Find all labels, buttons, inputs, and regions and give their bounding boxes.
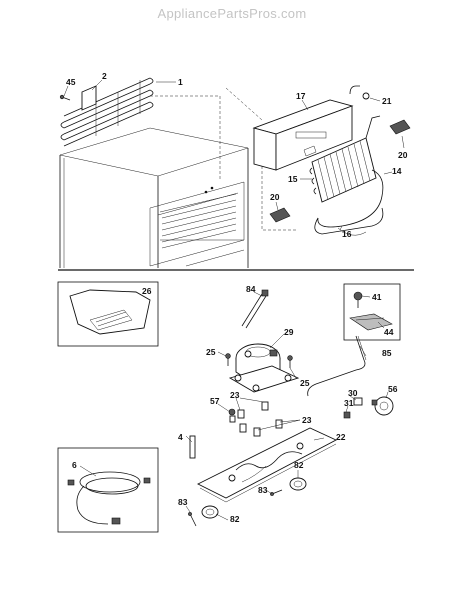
- callout-84: 84: [246, 284, 256, 294]
- callout-4: 4: [178, 432, 183, 442]
- pad-part-20-upper: [389, 119, 411, 135]
- relay-part-30: [353, 397, 363, 406]
- callout-25-left: 25: [206, 347, 216, 357]
- callout-57: 57: [210, 396, 220, 406]
- bolt-part-25-right: [287, 355, 293, 368]
- bracket-part: [81, 85, 97, 111]
- rod-part-84: [241, 289, 269, 329]
- cabinet-outline: [59, 87, 296, 268]
- callout-16: 16: [342, 229, 352, 239]
- compressor-base: [228, 365, 300, 393]
- leaders-upper: [63, 79, 405, 231]
- callout-17: 17: [296, 91, 306, 101]
- inset-box-part-6: [57, 447, 159, 533]
- callout-22: 22: [336, 432, 346, 442]
- callout-26: 26: [142, 286, 152, 296]
- callout-30: 30: [348, 388, 358, 398]
- bolt-part-25-left: [225, 353, 231, 366]
- evaporator-part: [309, 115, 381, 203]
- callout-56: 56: [388, 384, 398, 394]
- callout-31: 31: [344, 398, 354, 408]
- screw-part-45: [59, 94, 71, 101]
- callout-41: 41: [372, 292, 382, 302]
- callout-44: 44: [384, 327, 394, 337]
- callout-29: 29: [284, 327, 294, 337]
- callout-83-right: 83: [258, 485, 268, 495]
- screw-part-83-left: [188, 512, 197, 527]
- base-pan-part-22: [196, 427, 338, 503]
- callout-6: 6: [72, 460, 77, 470]
- condenser-coil: [60, 77, 154, 147]
- callout-83-left: 83: [178, 497, 188, 507]
- inset-box-part-26: [57, 281, 159, 347]
- callout-82-left: 82: [230, 514, 240, 524]
- callout-15: 15: [288, 174, 298, 184]
- screw-part-83-right: [270, 489, 283, 496]
- rod-part-4: [189, 435, 196, 459]
- callout-labels: 1 2 45 17 21 20 15 14 20 16 26 84 41 44 …: [66, 71, 408, 524]
- callout-1: 1: [178, 77, 183, 87]
- callout-45: 45: [66, 77, 76, 87]
- pad-part-20-lower: [269, 207, 291, 223]
- overload-part-56: [371, 396, 394, 416]
- callout-23-lower: 23: [302, 415, 312, 425]
- callout-82-right: 82: [294, 460, 304, 470]
- callout-25-right: 25: [300, 378, 310, 388]
- tube-part-85: [307, 335, 367, 397]
- drain-tube: [317, 169, 384, 228]
- callout-14: 14: [392, 166, 402, 176]
- inset-box-part-41-44: [343, 283, 401, 341]
- callout-85: 85: [382, 348, 392, 358]
- clip-part-31: [343, 411, 351, 419]
- callout-20-upper: 20: [398, 150, 408, 160]
- clip-part-57: [228, 408, 236, 423]
- foot-part-82-right: [289, 477, 307, 491]
- leaders-lower: [79, 291, 389, 521]
- evaporator-cover: [252, 99, 354, 171]
- callout-2: 2: [102, 71, 107, 81]
- callout-23-upper: 23: [230, 390, 240, 400]
- retainer-part: [349, 85, 370, 100]
- site-header: AppliancePartsPros.com: [157, 6, 307, 21]
- foot-part-82-left: [201, 505, 219, 519]
- grommets-part-23: [237, 401, 283, 437]
- callout-20-lower: 20: [270, 192, 280, 202]
- callout-21: 21: [382, 96, 392, 106]
